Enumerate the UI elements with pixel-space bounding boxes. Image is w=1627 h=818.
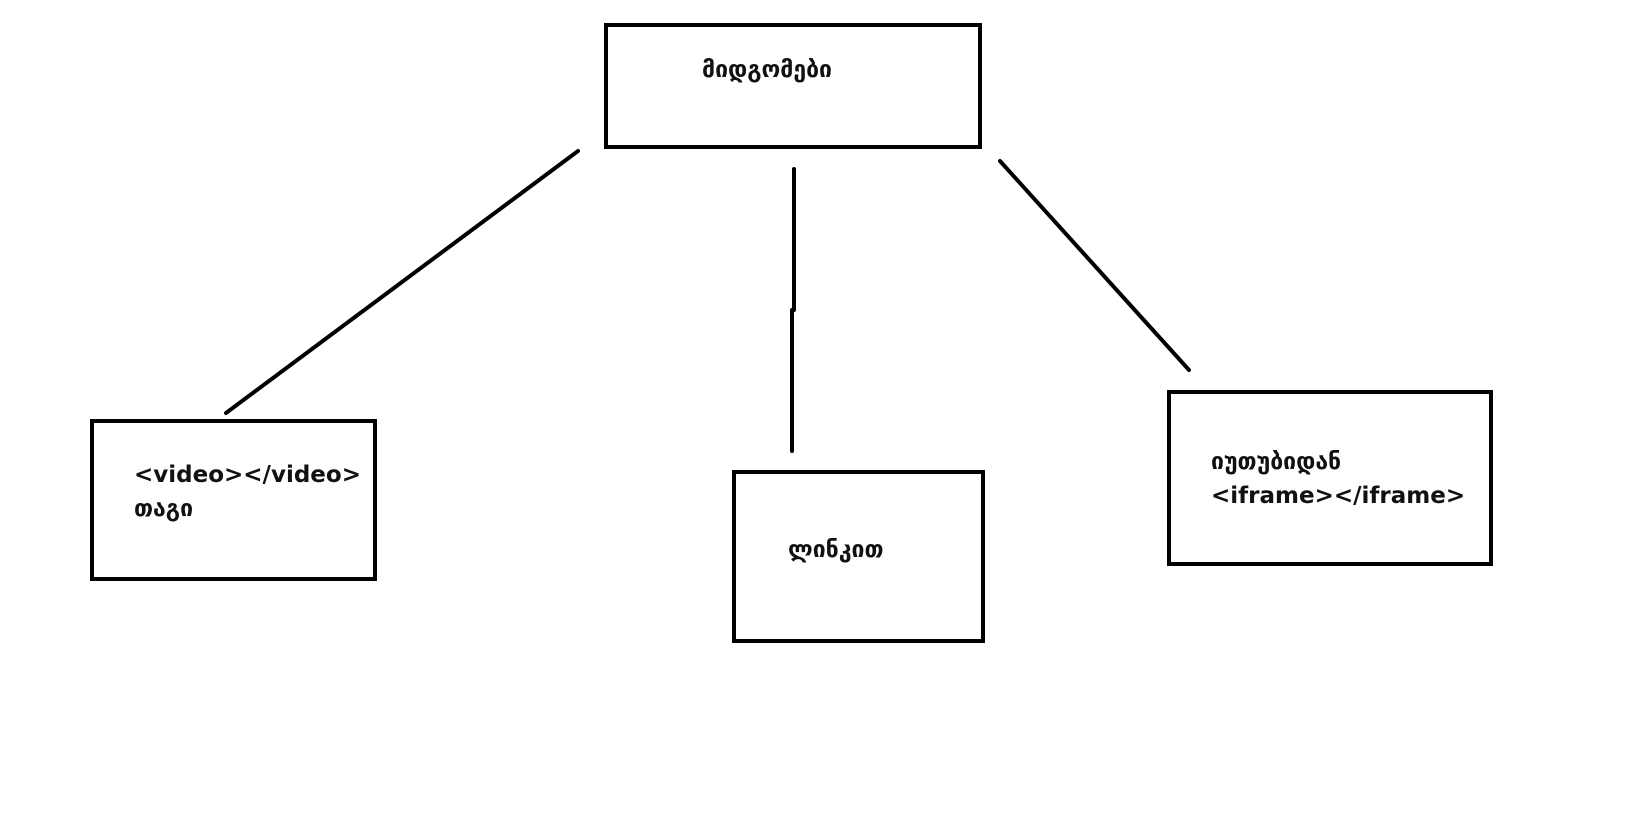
child-node-video-line2: თაგი: [134, 496, 194, 522]
child-node-youtube-label: იუთუბიდან <iframe></iframe>: [1211, 445, 1465, 513]
child-node-link-line1: ლინკით: [788, 537, 884, 563]
root-node-label-text: მიდგომები: [702, 57, 833, 83]
child-node-link: ლინკით: [732, 470, 985, 643]
connector-root-to-youtube: [998, 159, 1191, 372]
child-node-youtube: იუთუბიდან <iframe></iframe>: [1167, 390, 1493, 566]
root-node: მიდგომები: [604, 23, 982, 149]
child-node-youtube-line1: იუთუბიდან: [1211, 449, 1342, 475]
child-node-video-label: <video></video> თაგი: [134, 458, 361, 526]
child-node-video: <video></video> თაგი: [90, 419, 377, 581]
connector-root-to-video: [224, 149, 580, 415]
root-node-label: მიდგომები: [702, 53, 832, 87]
child-node-youtube-line2: <iframe></iframe>: [1211, 483, 1466, 509]
child-node-video-line1: <video></video>: [134, 462, 361, 488]
child-node-link-label: ლინკით: [788, 533, 884, 567]
